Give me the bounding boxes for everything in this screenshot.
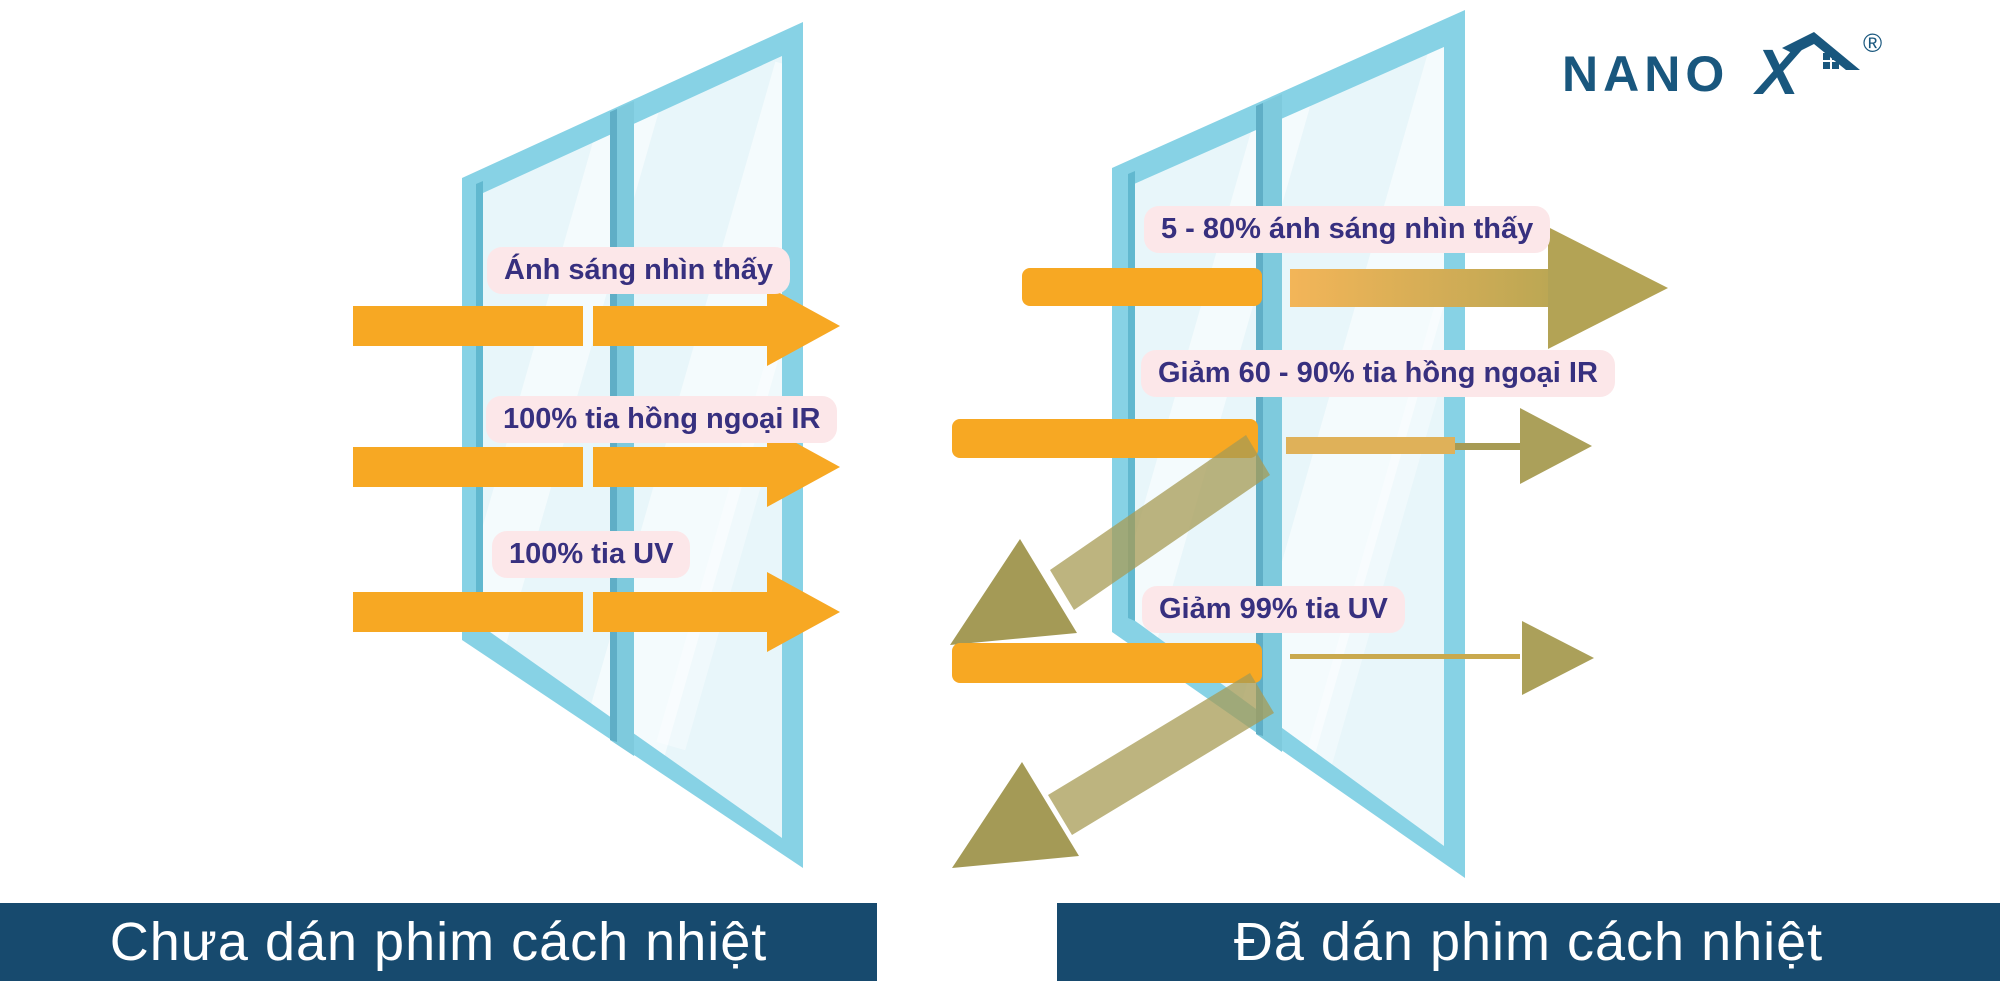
caption-without-film-text: Chưa dán phim cách nhiệt bbox=[109, 912, 768, 972]
caption-with-film-text: Đã dán phim cách nhiệt bbox=[1233, 912, 1824, 972]
nanox-logo: NANO X ® bbox=[1562, 30, 1882, 108]
right-ray-uv-reflection-arrowhead bbox=[952, 762, 1079, 868]
right-ray-visible-transmitted bbox=[1290, 227, 1668, 349]
right-ray-infrared-reflection-arrowhead bbox=[950, 539, 1077, 645]
right-ray-infrared-incoming bbox=[952, 419, 1258, 458]
right-ray-visible-transmitted-arrowhead bbox=[1548, 227, 1668, 349]
logo-brand-text: NANO bbox=[1562, 46, 1729, 102]
right-ray-infrared-transmitted-arrowhead bbox=[1520, 408, 1592, 484]
left-window bbox=[462, 22, 803, 868]
left-ray-infrared-arrowhead bbox=[767, 427, 840, 507]
left-ray-infrared bbox=[353, 427, 840, 507]
left-ray-visible-light bbox=[353, 286, 840, 366]
left-window-frame-shadow bbox=[476, 181, 483, 628]
caption-with-film: Đã dán phim cách nhiệt bbox=[1057, 903, 2000, 981]
left-ray-uv-arrowhead bbox=[767, 572, 840, 652]
right-ray-visible-incoming bbox=[1022, 268, 1262, 306]
right-ray-visible-label: 5 - 80% ánh sáng nhìn thấy bbox=[1144, 206, 1551, 254]
logo-house-roof-icon bbox=[1782, 32, 1860, 70]
left-ray-uv-label: 100% tia UV bbox=[492, 531, 691, 579]
right-ray-uv-label: Giảm 99% tia UV bbox=[1142, 586, 1405, 634]
right-ray-uv-transmitted-arrowhead bbox=[1522, 621, 1594, 695]
left-ray-visible-label: Ánh sáng nhìn thấy bbox=[487, 247, 791, 295]
right-ray-uv-incoming bbox=[952, 643, 1262, 683]
logo-registered-mark: ® bbox=[1863, 30, 1882, 58]
right-ray-infrared-transmitted bbox=[1286, 408, 1592, 484]
left-ray-infrared-label: 100% tia hồng ngoại IR bbox=[486, 396, 838, 444]
right-ray-uv-transmitted bbox=[1290, 621, 1594, 695]
right-ray-infrared-reflection bbox=[950, 435, 1270, 645]
caption-without-film: Chưa dán phim cách nhiệt bbox=[0, 903, 877, 981]
right-window-mullion-shadow bbox=[1256, 103, 1263, 736]
right-ray-infrared-label: Giảm 60 - 90% tia hồng ngoại IR bbox=[1141, 350, 1615, 398]
left-ray-uv bbox=[353, 572, 840, 652]
left-ray-visible-arrowhead bbox=[767, 286, 840, 366]
right-ray-uv-reflection bbox=[952, 673, 1274, 868]
